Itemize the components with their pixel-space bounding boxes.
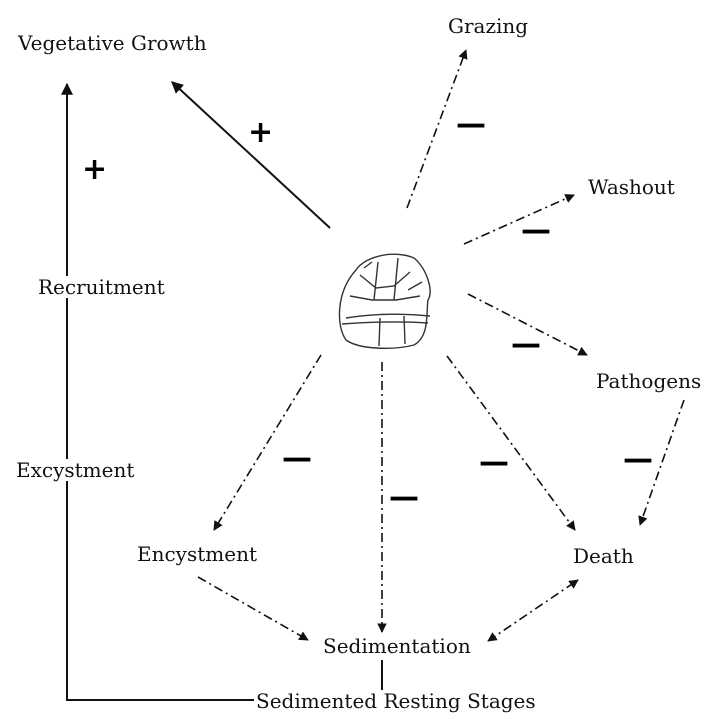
minus-sign-death: — (479, 445, 509, 480)
washout-arrow (463, 194, 575, 245)
pathogens-label: Pathogens (594, 369, 704, 393)
pathogens-arrow (467, 293, 588, 356)
minus-sign-encystment: — (282, 441, 312, 476)
death-label: Death (571, 544, 636, 568)
grazing-label: Grazing (446, 14, 531, 38)
grazing-arrow (406, 49, 468, 209)
growth-arrow (171, 81, 331, 229)
sedimentation-label: Sedimentation (321, 634, 473, 658)
sedimented-resting-stages-label: Sedimented Resting Stages (254, 689, 538, 713)
minus-sign-pathogens: — (511, 327, 541, 362)
plus-sign-growth: + (248, 115, 274, 150)
vegetative-growth-label: Vegetative Growth (16, 31, 209, 55)
recruitment-label: Recruitment (36, 275, 167, 299)
encystment-to-sedimentation-arrow (197, 576, 309, 641)
encystment-arrow (213, 354, 322, 531)
dinoflagellate-cell-icon (338, 253, 431, 349)
excystment-label: Excystment (14, 458, 137, 482)
minus-sign-washout: — (521, 213, 551, 248)
death-arrow (446, 355, 576, 531)
minus-sign-sedimentation: — (389, 480, 419, 515)
washout-label: Washout (586, 175, 677, 199)
plus-sign-recruitment: + (82, 152, 108, 187)
minus-sign-grazing: — (456, 107, 486, 142)
pathogens-to-death-arrow (638, 399, 685, 526)
minus-sign-pathogens-death: — (623, 442, 653, 477)
sedimentation-death-arrow (487, 579, 579, 642)
encystment-label: Encystment (135, 542, 259, 566)
